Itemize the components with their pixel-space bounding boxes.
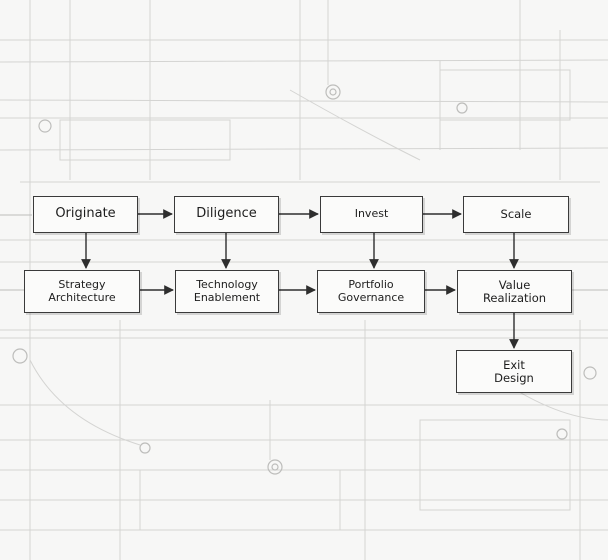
scale-box: Scale [463, 196, 569, 233]
value-realization-box: Value Realization [457, 270, 572, 313]
strategy-architecture-box: Strategy Architecture [24, 270, 140, 313]
originate-box: Originate [33, 196, 138, 233]
exit-design-box: Exit Design [456, 350, 572, 393]
diligence-box: Diligence [174, 196, 279, 233]
portfolio-governance-box: Portfolio Governance [317, 270, 425, 313]
invest-box: Invest [320, 196, 423, 233]
technology-enablement-box: Technology Enablement [175, 270, 279, 313]
